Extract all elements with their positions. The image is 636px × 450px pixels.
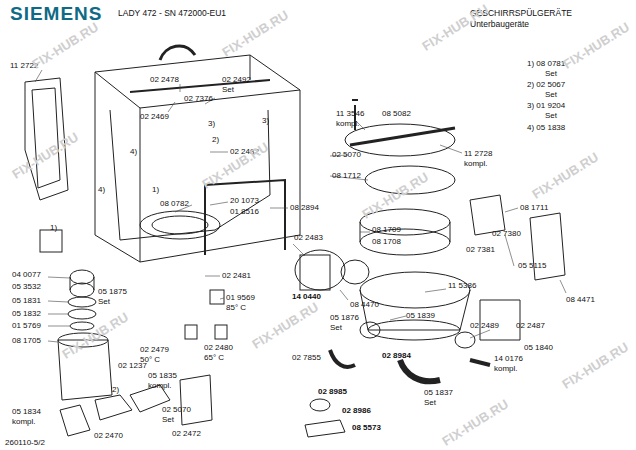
part-number: 05 5115	[518, 262, 546, 270]
watermark: FIX-HUB.RU	[10, 130, 81, 181]
part-number: 02 2492	[222, 76, 251, 84]
part-number: kompl.	[336, 120, 360, 128]
part-number: 02 1237	[118, 362, 147, 370]
part-number: Set	[545, 91, 557, 99]
part-number: 11 3546	[336, 110, 364, 118]
part-number: 02 2481	[222, 272, 251, 280]
part-number: 02 7381	[466, 246, 495, 254]
part-number: 1) 08 0781	[527, 60, 565, 68]
part-number: 260110-5/2	[5, 439, 45, 447]
part-number: 08 1709	[372, 226, 401, 234]
part-number: 02 5070	[162, 406, 191, 414]
part-number: 05 1831	[12, 297, 41, 305]
part-number: 02 5070	[332, 151, 361, 159]
brand-logo: SIEMENS	[10, 4, 103, 23]
part-number: 08 0782	[160, 200, 189, 208]
part-number: 3)	[208, 120, 215, 128]
part-number: 08 5573	[352, 424, 381, 432]
part-number: 01 9569	[226, 294, 255, 302]
watermark: FIX-HUB.RU	[561, 20, 632, 71]
part-number: 02 8985	[318, 388, 347, 396]
part-number: Set	[98, 298, 110, 306]
part-number: 08 1712	[332, 172, 361, 180]
part-number: 4)	[98, 186, 105, 194]
part-number: 08 2894	[290, 204, 319, 212]
part-number: 11 2728	[464, 150, 492, 158]
part-number: 85° C	[226, 304, 246, 312]
part-number: 3) 01 9204	[527, 102, 565, 110]
part-number: 02 8986	[342, 407, 371, 415]
part-number: 3)	[262, 117, 269, 125]
part-number: 05 1839	[406, 312, 435, 320]
model-title: LADY 472 - SN 472000-EU1	[118, 9, 226, 18]
part-number: 05 1832	[12, 310, 41, 318]
part-number: 2) 02 5067	[527, 81, 565, 89]
part-number: 02 7380	[492, 230, 521, 238]
part-number: 02 2470	[94, 432, 123, 440]
part-number: Set	[545, 70, 557, 78]
part-number: 05 3532	[12, 283, 41, 291]
part-number: 02 8984	[382, 352, 411, 360]
part-number: Set	[545, 112, 557, 120]
part-number: 05 1840	[524, 344, 553, 352]
part-number: 4) 05 1838	[527, 124, 565, 132]
watermark: FIX-HUB.RU	[60, 310, 131, 361]
part-number: 2)	[112, 386, 119, 394]
part-number: 1)	[50, 224, 57, 232]
part-number: 02 2478	[150, 76, 179, 84]
part-number: Set	[162, 416, 174, 424]
part-number: 05 1834	[12, 408, 41, 416]
part-number: 04 0077	[12, 271, 41, 279]
part-number: 65° C	[204, 354, 224, 362]
part-number: 08 5082	[382, 110, 411, 118]
part-number: 05 1837	[424, 389, 453, 397]
watermark: FIX-HUB.RU	[30, 20, 101, 71]
header-text: Unterbaugeräte	[470, 20, 529, 29]
part-number: 08 4470	[350, 301, 379, 309]
part-number: Set	[222, 86, 234, 94]
part-number: kompl.	[494, 365, 518, 373]
part-number: Set	[330, 324, 342, 332]
part-number: 01 8516	[230, 208, 259, 216]
part-number: kompl.	[148, 382, 172, 390]
part-number: 2)	[212, 136, 219, 144]
part-number: 02 2487	[516, 322, 545, 330]
part-number: 02 7376	[184, 95, 213, 103]
part-number: 02 2483	[294, 234, 323, 242]
part-number: 05 1835	[148, 372, 177, 380]
part-number: 08 1708	[372, 238, 401, 246]
part-number: 4)	[130, 148, 137, 156]
part-number: 08 4471	[566, 296, 595, 304]
watermark: FIX-HUB.RU	[560, 340, 631, 391]
part-number: kompl.	[12, 418, 36, 426]
part-number: 02 2469	[140, 113, 169, 121]
watermark: FIX-HUB.RU	[360, 170, 431, 221]
part-number: 02 2489	[470, 322, 499, 330]
part-number: 05 1876	[330, 314, 359, 322]
part-number: 05 1875	[98, 288, 127, 296]
part-number: 14 0440	[292, 293, 321, 301]
watermark: FIX-HUB.RU	[250, 300, 321, 351]
part-number: 20 1073	[230, 197, 259, 205]
watermark: FIX-HUB.RU	[440, 397, 511, 448]
part-number: 14 0176	[494, 355, 523, 363]
part-number: 02 2479	[140, 346, 169, 354]
watermark: FIX-HUB.RU	[220, 8, 291, 59]
part-number: kompl.	[464, 160, 488, 168]
part-number: 02 2472	[172, 430, 201, 438]
part-number: 02 2480	[204, 344, 233, 352]
part-number: Set	[424, 399, 436, 407]
part-number: 02 7855	[292, 354, 321, 362]
part-number: 08 1711	[520, 204, 548, 212]
part-number: 01 5769	[12, 322, 41, 330]
part-number: 11 5386	[448, 282, 476, 290]
watermark: FIX-HUB.RU	[530, 150, 601, 201]
part-number: 08 1705	[12, 337, 41, 345]
part-number: 1)	[152, 186, 159, 194]
